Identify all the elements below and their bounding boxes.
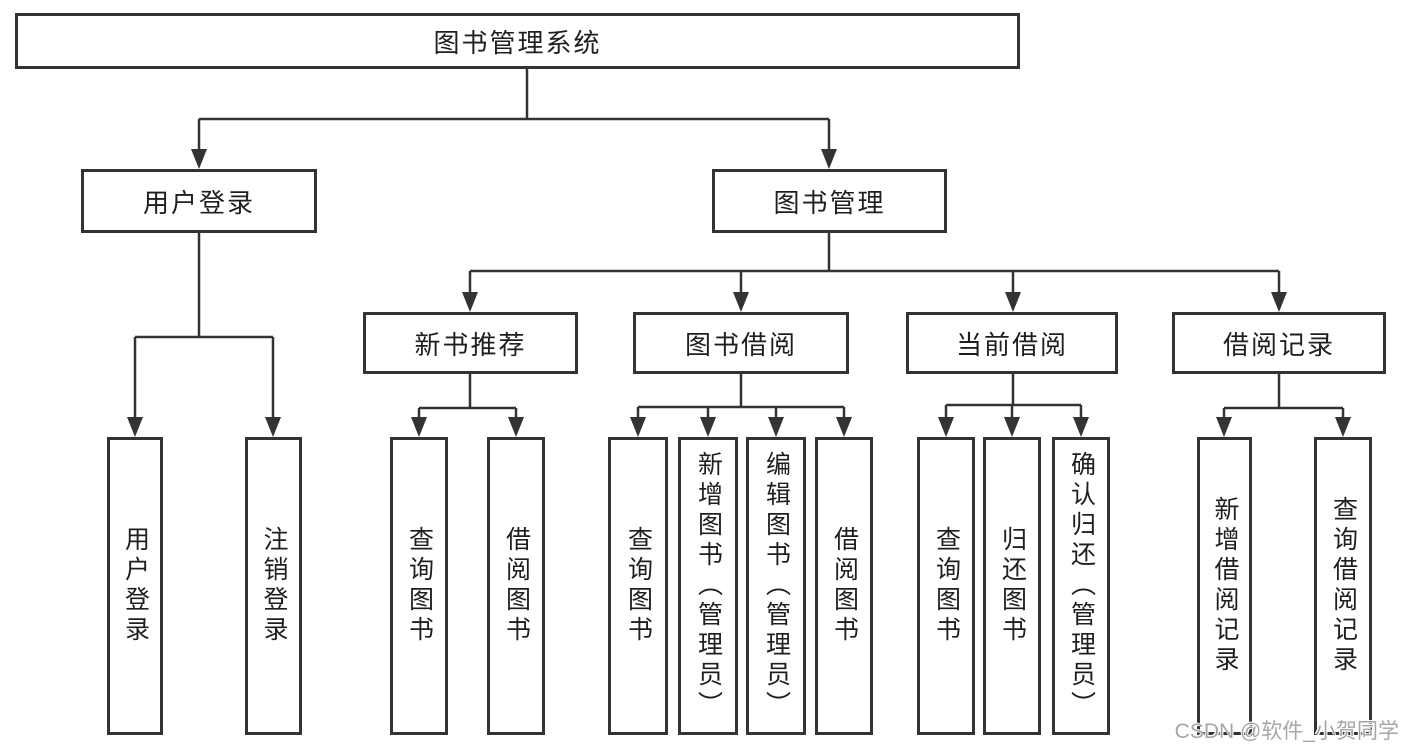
node-label: 借阅图书	[502, 526, 531, 646]
node-label: 图书管理	[773, 187, 886, 218]
leaf-borrow-books-2: 借阅图书	[815, 437, 873, 735]
leaf-query-books-2: 查询图书	[608, 437, 668, 735]
csdn-watermark: CSDN @软件_小贺同学	[1174, 720, 1399, 743]
leaf-user-login: 用户登录	[107, 437, 163, 735]
node-label: 借阅图书	[830, 526, 859, 646]
leaf-return-books: 归还图书	[983, 437, 1041, 735]
node-label: 查询借阅记录	[1329, 496, 1358, 676]
node-label: 编辑图书（管理员）	[762, 451, 791, 721]
node-label: 查询图书	[932, 526, 961, 646]
leaf-query-books-3: 查询图书	[917, 437, 975, 735]
node-book-management-branch: 图书管理	[712, 169, 947, 233]
node-user-login-branch: 用户登录	[81, 169, 317, 233]
leaf-borrow-books-1: 借阅图书	[487, 437, 545, 735]
leaf-add-books-admin: 新增图书（管理员）	[678, 437, 738, 735]
leaf-logout: 注销登录	[245, 437, 302, 735]
leaf-edit-books-admin: 编辑图书（管理员）	[746, 437, 806, 735]
node-label: 用户登录	[121, 526, 150, 646]
node-label: 注销登录	[260, 526, 288, 646]
node-label: 查询图书	[624, 526, 653, 646]
leaf-confirm-return-admin: 确认归还（管理员）	[1052, 437, 1110, 735]
node-label: 新增图书（管理员）	[694, 451, 723, 721]
node-label: 归还图书	[998, 526, 1027, 646]
node-new-book-recommendation: 新书推荐	[363, 312, 578, 374]
node-label: 确认归还（管理员）	[1067, 451, 1096, 721]
node-library-management-system: 图书管理系统	[15, 13, 1020, 69]
node-label: 图书借阅	[684, 329, 797, 360]
node-label: 借阅记录	[1222, 329, 1335, 360]
leaf-add-borrow-record: 新增借阅记录	[1197, 437, 1252, 735]
node-label: 新增借阅记录	[1211, 496, 1239, 676]
node-label: 用户登录	[142, 187, 255, 218]
node-label: 当前借阅	[955, 329, 1068, 360]
node-borrowing-records: 借阅记录	[1172, 312, 1386, 374]
node-label: 新书推荐	[414, 329, 527, 360]
node-label: 查询图书	[405, 526, 434, 646]
node-book-borrowing: 图书借阅	[633, 312, 849, 374]
node-current-borrowing: 当前借阅	[906, 312, 1118, 374]
leaf-query-borrow-record: 查询借阅记录	[1314, 437, 1372, 735]
node-label: 图书管理系统	[433, 27, 602, 58]
leaf-query-books-1: 查询图书	[390, 437, 448, 735]
